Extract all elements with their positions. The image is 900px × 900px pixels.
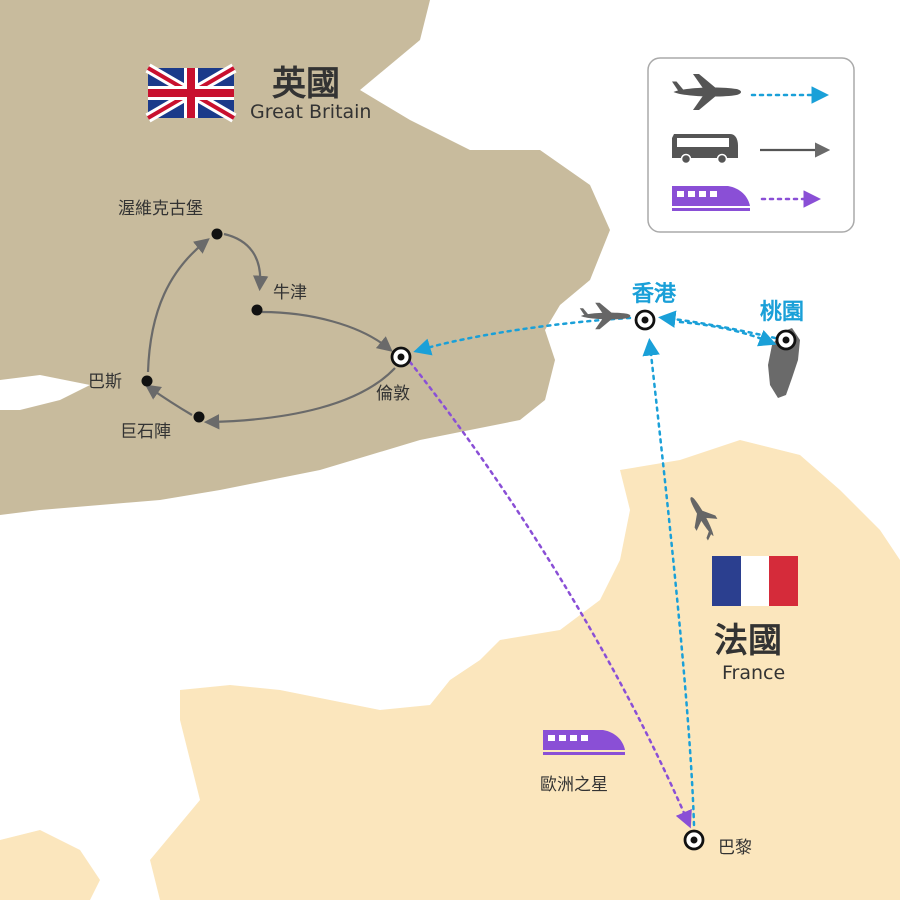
airplane-icon: [579, 302, 631, 330]
city-label-hongkong: 香港: [632, 282, 677, 307]
legend-bus-icon: [672, 134, 738, 165]
city-label-edinburgh: 渥維克古堡: [118, 199, 203, 219]
airplane-icon: [690, 497, 718, 541]
britain-name-en: Great Britain: [250, 101, 371, 123]
britain-name-zh: 英國: [272, 64, 340, 104]
city-label-stonehenge: 巨石陣: [120, 422, 171, 442]
legend: [647, 57, 855, 233]
edinburgh-marker: [211, 228, 223, 240]
france-landmass: [150, 440, 900, 900]
flight-route-paris-hk: [642, 338, 696, 827]
city-label-taoyuan: 桃園: [760, 300, 804, 325]
legend-airplane-icon: [672, 74, 741, 110]
coach-route-stonehenge-bath: [144, 384, 193, 416]
train-route-london-paris: [408, 360, 692, 829]
hongkong-marker: [634, 309, 656, 331]
city-label-bath: 巴斯: [88, 372, 122, 392]
flight-route-hk-taoyuan: [678, 320, 777, 347]
train-label: 歐洲之星: [540, 775, 608, 795]
stonehenge-marker: [193, 411, 205, 423]
london-marker: [390, 346, 412, 368]
bath-marker: [141, 375, 153, 387]
taoyuan-marker: [775, 329, 797, 351]
coach-route-london-stonehenge: [203, 367, 396, 430]
france-flag-icon: [712, 556, 798, 606]
legend-train-icon: [672, 186, 750, 211]
train-icon: [543, 730, 625, 755]
city-label-london: 倫敦: [376, 384, 410, 404]
uk-flag-icon: [145, 63, 237, 123]
oxford-marker: [251, 304, 263, 316]
coach-route-oxford-london: [261, 310, 393, 352]
coach-route-bath-edinburgh: [146, 238, 210, 373]
france-name-zh: 法國: [714, 621, 782, 661]
france-name-en: France: [722, 662, 785, 684]
paris-marker: [683, 829, 705, 851]
city-label-paris: 巴黎: [718, 838, 752, 858]
city-label-oxford: 牛津: [273, 283, 307, 303]
coach-route-edinburgh-oxford: [223, 232, 269, 292]
